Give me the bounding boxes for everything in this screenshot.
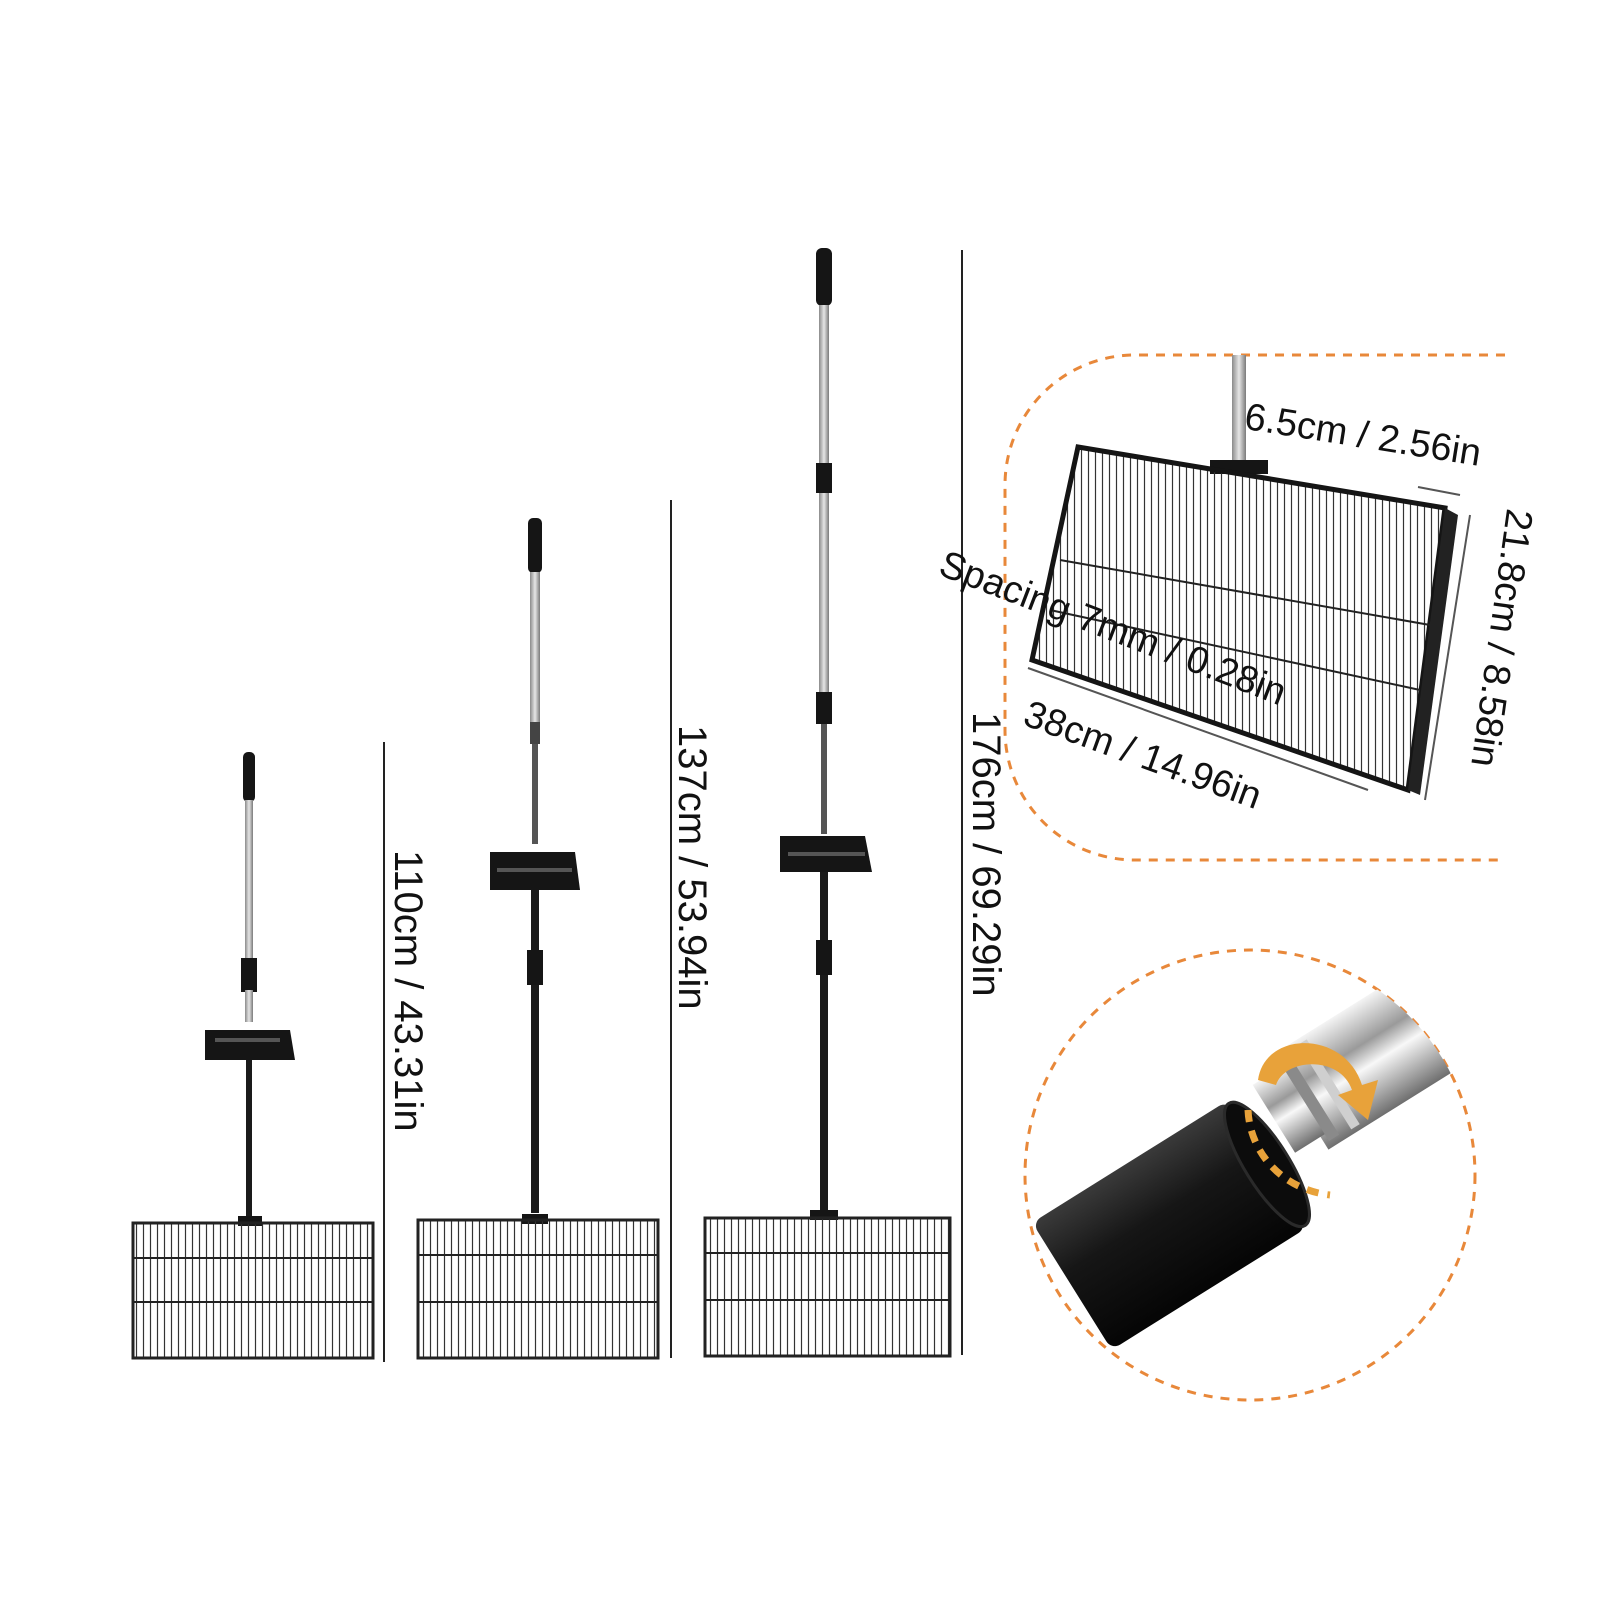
rake-grip bbox=[243, 752, 255, 802]
neck-dimension-line bbox=[1417, 486, 1461, 496]
rake-handle bbox=[205, 1030, 295, 1060]
rake-pole-upper bbox=[245, 800, 253, 960]
rake-pole-lower bbox=[246, 1060, 252, 1220]
height-dimension-line bbox=[1424, 514, 1471, 801]
height-label-medium: 137cm / 53.94in bbox=[670, 725, 714, 1010]
rake-collar bbox=[527, 950, 543, 985]
rake-short bbox=[131, 752, 375, 1360]
rake-basket bbox=[703, 1216, 952, 1358]
detail-pole bbox=[1232, 355, 1246, 465]
rake-pole-upper bbox=[530, 572, 540, 722]
height-label-tall: 176cm / 69.29in bbox=[964, 712, 1008, 997]
rake-grip bbox=[528, 518, 542, 573]
connector-detail-circle bbox=[1023, 948, 1477, 1402]
panel-dashed-border bbox=[1003, 353, 1505, 862]
rake-basket bbox=[131, 1221, 375, 1360]
rake-pole-upper bbox=[819, 305, 829, 463]
rake-collar bbox=[816, 940, 832, 975]
rubber-grip bbox=[1035, 1104, 1303, 1347]
rake-pole-mid bbox=[245, 990, 253, 1022]
width-dimension-line bbox=[1027, 667, 1369, 791]
rake-medium bbox=[416, 518, 660, 1360]
rake-basket bbox=[416, 1218, 660, 1360]
basket-detail-panel bbox=[1003, 353, 1505, 862]
rake-pole-mid bbox=[819, 493, 829, 693]
rake-pole-lower bbox=[820, 975, 828, 1210]
rake-tall bbox=[703, 248, 952, 1358]
height-label-short: 110cm / 43.31in bbox=[386, 850, 430, 1132]
rotate-arrow-icon bbox=[1258, 1043, 1378, 1120]
rake-collar bbox=[241, 958, 257, 992]
rake-grip bbox=[816, 248, 832, 306]
rake-pole-lower bbox=[531, 985, 539, 1213]
rake-collar bbox=[816, 463, 832, 493]
